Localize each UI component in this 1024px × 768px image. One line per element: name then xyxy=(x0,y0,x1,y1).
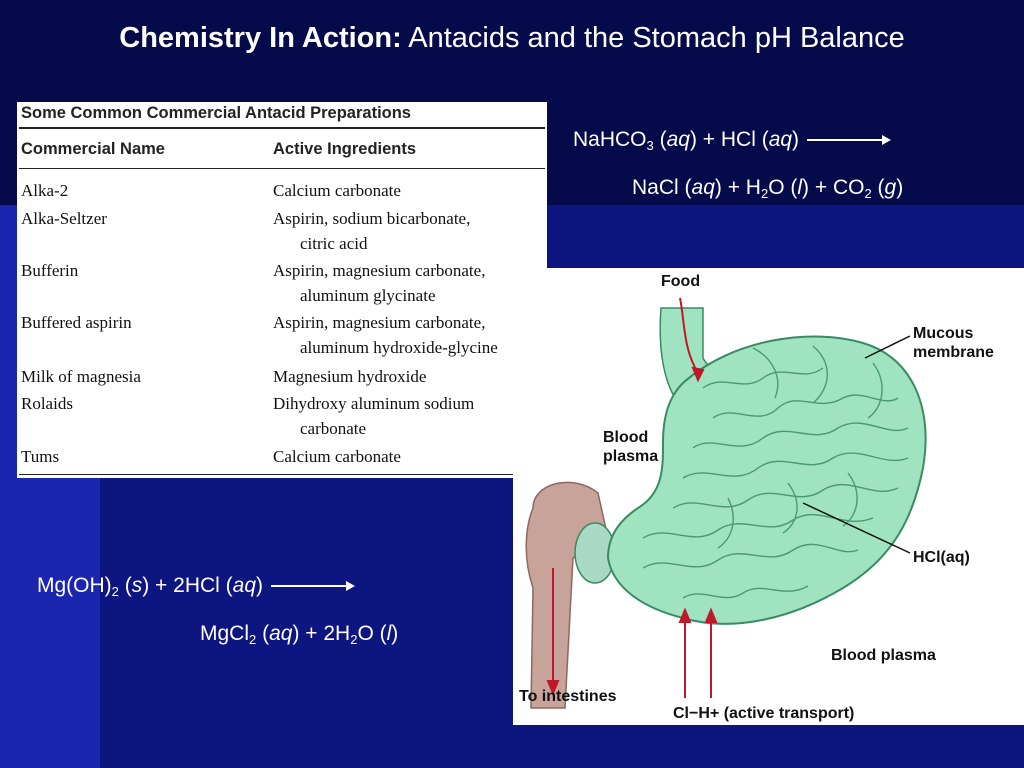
row-ingredients-cont: aluminum hydroxide-glycine xyxy=(300,338,498,357)
row-ingredients: Aspirin, magnesium carbonate, xyxy=(273,313,486,332)
equation-1-reactants: NaHCO3 (aq) + HCl (aq) xyxy=(573,128,892,153)
stomach-illustration xyxy=(525,297,927,709)
row-ingredients: Dihydroxy aluminum sodium xyxy=(273,394,475,413)
row-ingredients-cont: aluminum glycinate xyxy=(300,286,436,305)
label-mucous: Mucous xyxy=(913,325,974,342)
table-rule-header xyxy=(19,168,545,169)
antacid-table: Some Common Commercial Antacid Preparati… xyxy=(17,102,547,478)
table-rule-bottom xyxy=(19,474,545,475)
row-ingredients-cont: carbonate xyxy=(300,419,367,438)
equation-text: MgCl2 (aq) + 2H2O (l) xyxy=(200,622,399,647)
row-ingredients: Aspirin, sodium bicarbonate, xyxy=(273,209,471,228)
equation-text: NaHCO3 (aq) + HCl (aq) xyxy=(573,128,800,153)
table-caption: Some Common Commercial Antacid Preparati… xyxy=(21,104,411,122)
reaction-arrow-icon xyxy=(271,581,356,592)
label-hcl: HCl(aq) xyxy=(913,549,970,566)
row-ingredients-cont: citric acid xyxy=(300,234,368,253)
column-header-ingredients: Active Ingredients xyxy=(273,140,417,158)
row-ingredients: Calcium carbonate xyxy=(273,181,401,200)
row-ingredients: Aspirin, magnesium carbonate, xyxy=(273,261,486,280)
slide-title: Chemistry In Action: Antacids and the St… xyxy=(0,22,1024,55)
equation-text: Mg(OH)2 (s) + 2HCl (aq) xyxy=(37,574,264,599)
flow-arrows xyxy=(546,297,718,698)
equation-text: NaCl (aq) + H2O (l) + CO2 (g) xyxy=(632,176,904,201)
slide-title-bold: Chemistry In Action: xyxy=(119,22,402,54)
row-name: Buffered aspirin xyxy=(21,313,132,332)
row-name: Tums xyxy=(21,447,60,466)
label-membrane: membrane xyxy=(913,344,994,361)
row-name: Alka-2 xyxy=(21,181,69,200)
row-name: Milk of magnesia xyxy=(21,367,141,386)
label-blood: Blood xyxy=(603,429,649,446)
label-food: Food xyxy=(661,273,701,290)
table-rule-top xyxy=(19,127,545,129)
stomach-rugae xyxy=(642,345,909,599)
equation-2-products: MgCl2 (aq) + 2H2O (l) xyxy=(200,622,398,647)
column-header-name: Commercial Name xyxy=(21,140,165,158)
equation-2-reactants: Mg(OH)2 (s) + 2HCl (aq) xyxy=(37,574,356,599)
row-name: Alka-Seltzer xyxy=(21,209,107,228)
stomach-shape xyxy=(606,335,927,625)
intestine-shape xyxy=(525,481,609,709)
slide-title-rest: Antacids and the Stomach pH Balance xyxy=(401,22,905,54)
stomach-figure: Food Mucous membrane Blood plasma HCl(aq… xyxy=(513,268,1024,725)
label-active-transport: Cl−H+ (active transport) xyxy=(673,705,855,722)
row-name: Rolaids xyxy=(21,394,73,413)
label-blood-plasma: Blood plasma xyxy=(831,647,936,664)
label-to-intestines: To intestines xyxy=(519,688,617,705)
equation-1-products: NaCl (aq) + H2O (l) + CO2 (g) xyxy=(632,176,903,201)
row-ingredients: Calcium carbonate xyxy=(273,447,401,466)
label-plasma: plasma xyxy=(603,448,659,465)
row-ingredients: Magnesium hydroxide xyxy=(273,367,427,386)
leader-lines xyxy=(802,335,911,554)
reaction-arrow-icon xyxy=(807,135,892,146)
row-name: Bufferin xyxy=(21,261,79,280)
